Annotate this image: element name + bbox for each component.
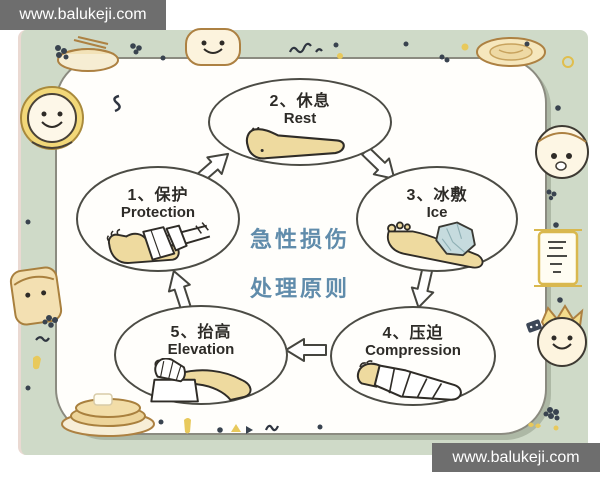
center-title: 急性损伤 处理原则 bbox=[238, 222, 362, 303]
watermark-bar-bottom: www.balukeji.com bbox=[432, 443, 600, 472]
splinted-foot-icon bbox=[106, 222, 211, 264]
step-compression-ellipse: 4、压迫 Compression bbox=[330, 306, 496, 406]
step-compression-label-en: Compression bbox=[365, 342, 461, 359]
step-protection-ellipse: 1、保护 Protection bbox=[76, 166, 240, 272]
step-rest-ellipse: 2、休息 Rest bbox=[208, 78, 392, 166]
step-ice-label-en: Ice bbox=[426, 204, 448, 221]
center-title-line2: 处理原则 bbox=[249, 276, 350, 301]
elevated-leg-icon bbox=[150, 358, 252, 403]
step-rest-label-zh: 2、休息 bbox=[269, 93, 331, 110]
step-rest-label-en: Rest bbox=[283, 110, 317, 127]
step-elevation-label-zh: 5、抬高 bbox=[170, 324, 232, 341]
step-compression-label-zh: 4、压迫 bbox=[382, 325, 444, 342]
resting-leg-icon bbox=[245, 127, 345, 160]
watermark-bar-top: www.balukeji.com bbox=[0, 0, 166, 30]
bandaged-foot-icon bbox=[356, 360, 462, 401]
step-protection-label-zh: 1、保护 bbox=[127, 187, 189, 204]
step-elevation-ellipse: 5、抬高 Elevation bbox=[114, 305, 288, 405]
step-ice-ellipse: 3、冰敷 Ice bbox=[356, 166, 518, 272]
step-ice-label-zh: 3、冰敷 bbox=[406, 187, 468, 204]
step-elevation-label-en: Elevation bbox=[167, 341, 235, 358]
center-title-line1: 急性损伤 bbox=[249, 227, 350, 252]
watermark-text-bottom: www.balukeji.com bbox=[452, 448, 580, 466]
step-protection-label-en: Protection bbox=[120, 204, 196, 221]
ice-pack-ankle-icon bbox=[387, 221, 484, 269]
watermark-text-top: www.balukeji.com bbox=[19, 6, 147, 23]
